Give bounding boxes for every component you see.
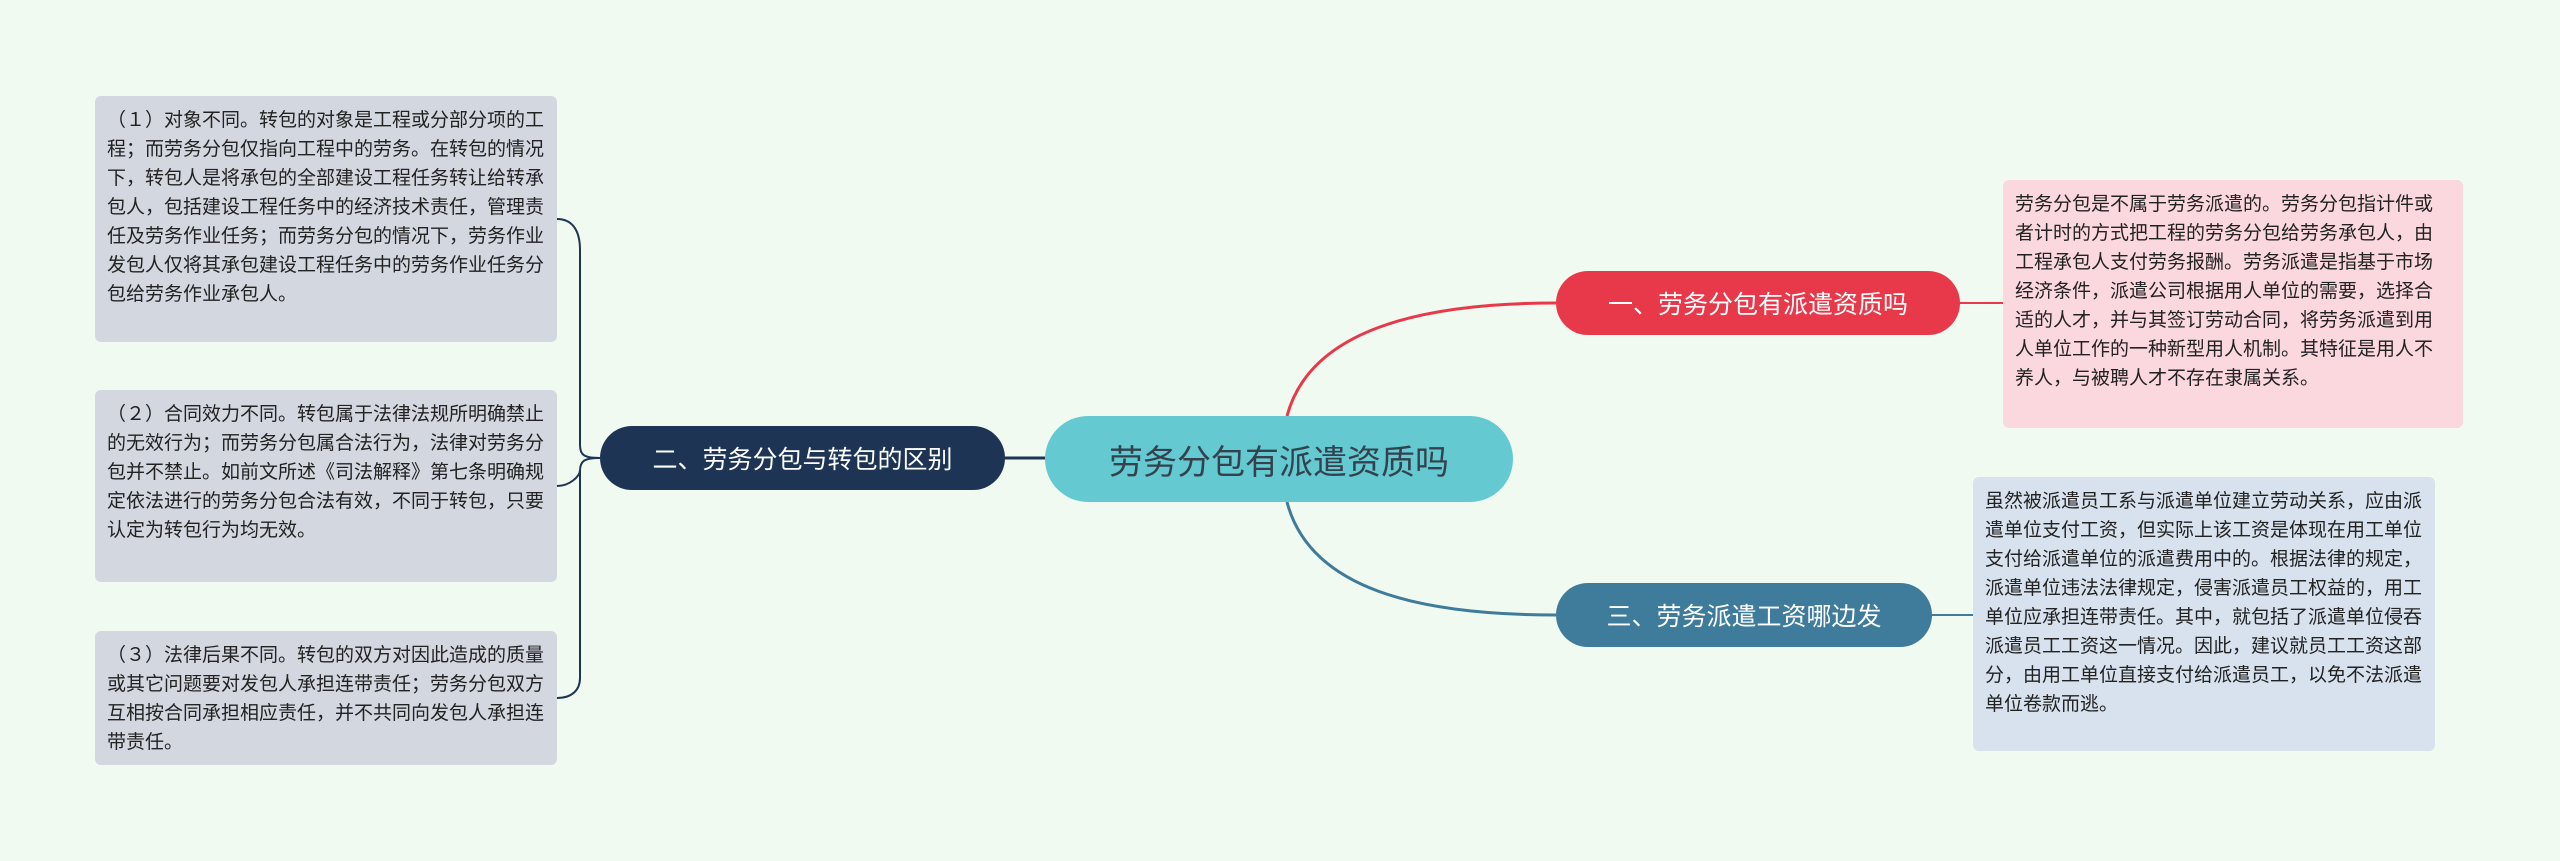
leaf-contract-validity[interactable]: （２）合同效力不同。转包属于法律法规所明确禁止的无效行为；而劳务分包属合法行为，…: [95, 390, 557, 582]
leaf-legal-consequence[interactable]: （３）法律后果不同。转包的双方对因此造成的质量或其它问题要对发包人承担连带责任；…: [95, 631, 557, 765]
leaf-object-difference[interactable]: （１）对象不同。转包的对象是工程或分部分项的工程；而劳务分包仅指向工程中的劳务。…: [95, 96, 557, 342]
branch-dispatch-qualification[interactable]: 一、劳务分包有派遣资质吗: [1556, 271, 1960, 335]
branch-difference[interactable]: 二、劳务分包与转包的区别: [600, 426, 1005, 490]
leaf-dispatch-qualification-detail[interactable]: 劳务分包是不属于劳务派遣的。劳务分包指计件或者计时的方式把工程的劳务分包给劳务承…: [2003, 180, 2463, 428]
bracket-left: [556, 218, 601, 699]
branch-dispatch-wages[interactable]: 三、劳务派遣工资哪边发: [1556, 583, 1932, 647]
connector-center-right-2: [1285, 501, 1557, 617]
central-topic[interactable]: 劳务分包有派遣资质吗: [1045, 416, 1513, 502]
leaf-dispatch-wages-detail[interactable]: 虽然被派遣员工系与派遣单位建立劳动关系，应由派遣单位支付工资，但实际上该工资是体…: [1973, 477, 2435, 751]
connector-center-right-1: [1285, 301, 1557, 417]
